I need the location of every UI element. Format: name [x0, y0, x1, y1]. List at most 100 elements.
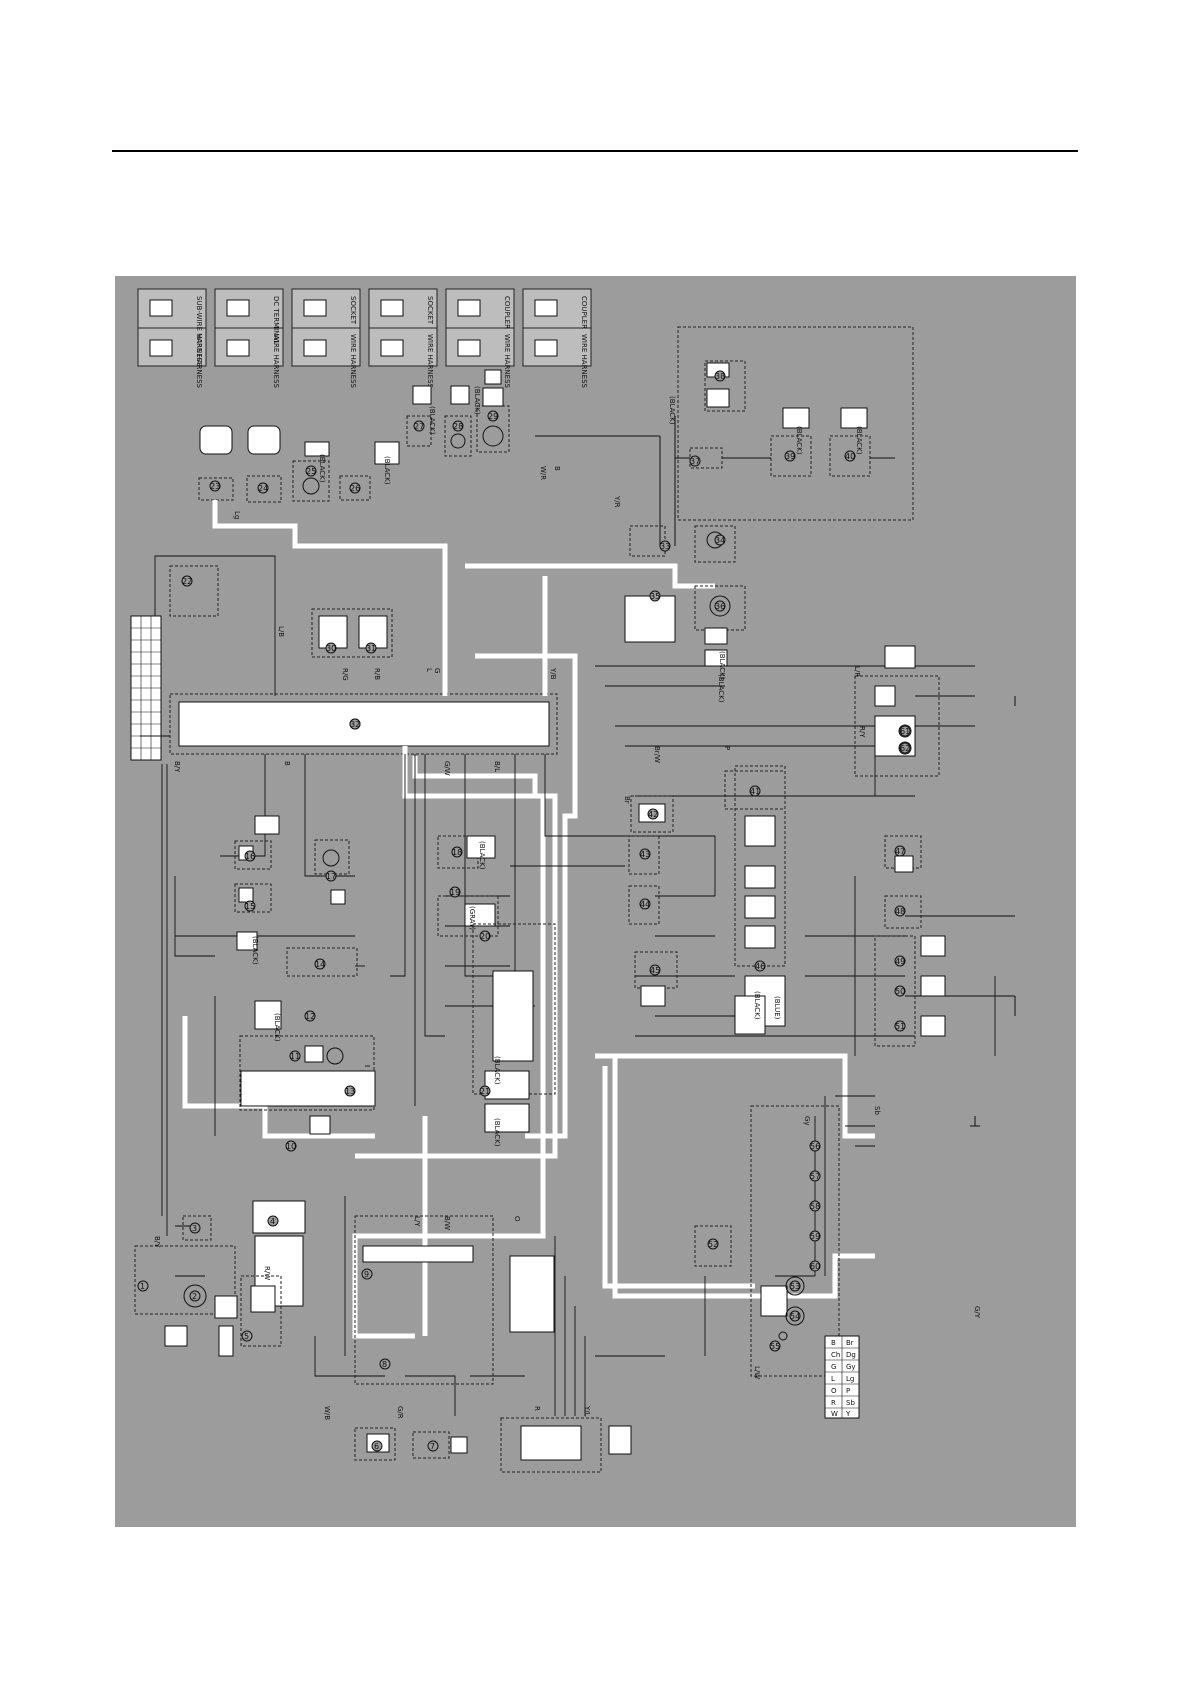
- svg-text:55: 55: [770, 1342, 780, 1351]
- tag-black-1: (BLACK): [668, 396, 676, 425]
- wire-code-7: Y/B: [549, 667, 557, 680]
- wire-code-5: L: [425, 668, 433, 672]
- wire-code-6: G: [433, 668, 441, 673]
- svg-text:60: 60: [810, 1262, 820, 1271]
- wire-code-20: Sb: [873, 1106, 881, 1115]
- connector-3-left-label: WIRE HARNESS: [349, 334, 357, 389]
- ecu-outline: [169, 693, 558, 755]
- tag-black-8: (BLACK): [718, 651, 726, 680]
- wire-code-29: R: [533, 1406, 541, 1411]
- svg-text:21: 21: [480, 1087, 490, 1096]
- svg-text:40: 40: [845, 452, 855, 461]
- svg-text:29: 29: [488, 412, 498, 421]
- svg-text:27: 27: [414, 422, 424, 431]
- svg-text:2: 2: [192, 1292, 197, 1301]
- wire-code-31: L/W: [753, 1366, 761, 1379]
- tag-black-15: (BLACK): [478, 841, 486, 870]
- wire-code-27: W/B: [323, 1406, 331, 1420]
- wire-code-12: Y/R: [613, 495, 621, 508]
- svg-text:33: 33: [660, 542, 670, 551]
- svg-text:9: 9: [364, 1270, 369, 1279]
- svg-text:52: 52: [708, 1240, 718, 1249]
- svg-text:20: 20: [480, 932, 490, 941]
- tag-black-6: (BLACK): [383, 456, 391, 485]
- svg-text:44: 44: [640, 900, 650, 909]
- wire-code-9: B/Y: [173, 761, 181, 773]
- svg-text:18: 18: [452, 848, 462, 857]
- wire-code-17: P: [723, 746, 731, 750]
- svg-text:57: 57: [810, 1172, 820, 1181]
- connector-1-left-label: WIRE HARNESS: [195, 334, 203, 389]
- connector-4-right-label: SOCKET: [426, 296, 434, 325]
- tag-black-11: (BLACK): [251, 936, 259, 965]
- svg-text:43: 43: [640, 850, 650, 859]
- legend-6: Gy: [846, 1363, 856, 1371]
- svg-text:8: 8: [382, 1360, 387, 1369]
- svg-text:47: 47: [895, 847, 905, 856]
- tag-black-9: (BLACK): [717, 674, 725, 703]
- meter-connector: [509, 1255, 555, 1333]
- tag-black-14: (BLACK): [753, 991, 761, 1020]
- svg-text:16: 16: [245, 852, 255, 861]
- connector-box-2: DC TERMINAL WIRE HARNESS: [214, 288, 284, 389]
- svg-text:15: 15: [245, 902, 255, 911]
- connector-4-left-label: WIRE HARNESS: [426, 334, 434, 389]
- wire-code-28: G/R: [396, 1406, 404, 1419]
- svg-text:49: 49: [895, 957, 905, 966]
- wire-code-10: G/W: [443, 761, 451, 776]
- wiring-diagram-canvas: SUB-WIRE HARNESS WIRE HARNESS DC TERMINA…: [130, 288, 1016, 1473]
- connector-box-5: COUPLER WIRE HARNESS: [445, 288, 515, 389]
- wire-code-16: Br/W: [653, 746, 661, 763]
- wire-code-2: L/B: [277, 626, 285, 637]
- svg-text:5: 5: [244, 1332, 249, 1341]
- wire-code-18: L/R: [853, 666, 861, 677]
- svg-text:58: 58: [810, 1202, 820, 1211]
- connector-2-left-label: WIRE HARNESS: [272, 334, 280, 389]
- legend-10: P: [846, 1387, 850, 1395]
- svg-text:19: 19: [450, 888, 460, 897]
- legend-7: L: [831, 1375, 835, 1383]
- svg-text:24: 24: [258, 484, 268, 493]
- meter-unit-outline: [750, 1105, 840, 1377]
- connector-3-right-label: SOCKET: [349, 296, 357, 325]
- wire-code-23: L/Y: [413, 1216, 421, 1227]
- wire-code-13: W/R: [539, 466, 547, 480]
- svg-text:41: 41: [750, 787, 760, 796]
- wire-code-15: Br: [623, 796, 631, 804]
- tag-black-7: (BLACK): [318, 454, 326, 483]
- legend-12: Sb: [846, 1399, 855, 1407]
- wire-code-11: B/L: [493, 761, 501, 772]
- svg-text:59: 59: [810, 1232, 820, 1241]
- wire-code-21: Gy: [803, 1116, 811, 1126]
- tag-black-10: (BLACK): [273, 1013, 281, 1042]
- connector-6-right-label: COUPLER: [580, 296, 588, 329]
- wire-code-24: B/W: [443, 1216, 451, 1230]
- tag-black-13: (BLACK): [493, 1118, 501, 1147]
- legend-14: Y: [845, 1410, 851, 1418]
- svg-text:11: 11: [290, 1052, 300, 1061]
- svg-text:61: 61: [900, 727, 910, 736]
- wire-code-1: Lg: [233, 511, 241, 519]
- wire-code-32: G/Y: [973, 1306, 981, 1319]
- svg-text:10: 10: [286, 1142, 296, 1151]
- connector-5-right-label: COUPLER: [503, 296, 511, 329]
- wire-code-19: R/Y: [858, 726, 866, 738]
- wire-code-22: O: [513, 1216, 521, 1222]
- wire-code-8: B: [283, 761, 291, 766]
- legend-9: O: [831, 1387, 837, 1395]
- connector-box-6: COUPLER WIRE HARNESS: [522, 288, 592, 389]
- svg-text:22: 22: [182, 577, 192, 586]
- legend-13: W: [831, 1410, 838, 1418]
- svg-text:38: 38: [715, 372, 725, 381]
- connector-box-3: SOCKET WIRE HARNESS: [291, 288, 361, 389]
- wires: [140, 555, 1015, 1416]
- svg-text:54: 54: [790, 1312, 800, 1321]
- legend-11: R: [831, 1399, 836, 1407]
- legend-2: Br: [846, 1339, 854, 1347]
- svg-text:42: 42: [648, 810, 658, 819]
- meter-assembly-outline: [354, 1215, 494, 1385]
- tag-black-4: (BLACK): [428, 406, 436, 435]
- page-header-rule: [112, 150, 1078, 152]
- svg-text:25: 25: [306, 467, 316, 476]
- legend-8: Lg: [846, 1375, 854, 1383]
